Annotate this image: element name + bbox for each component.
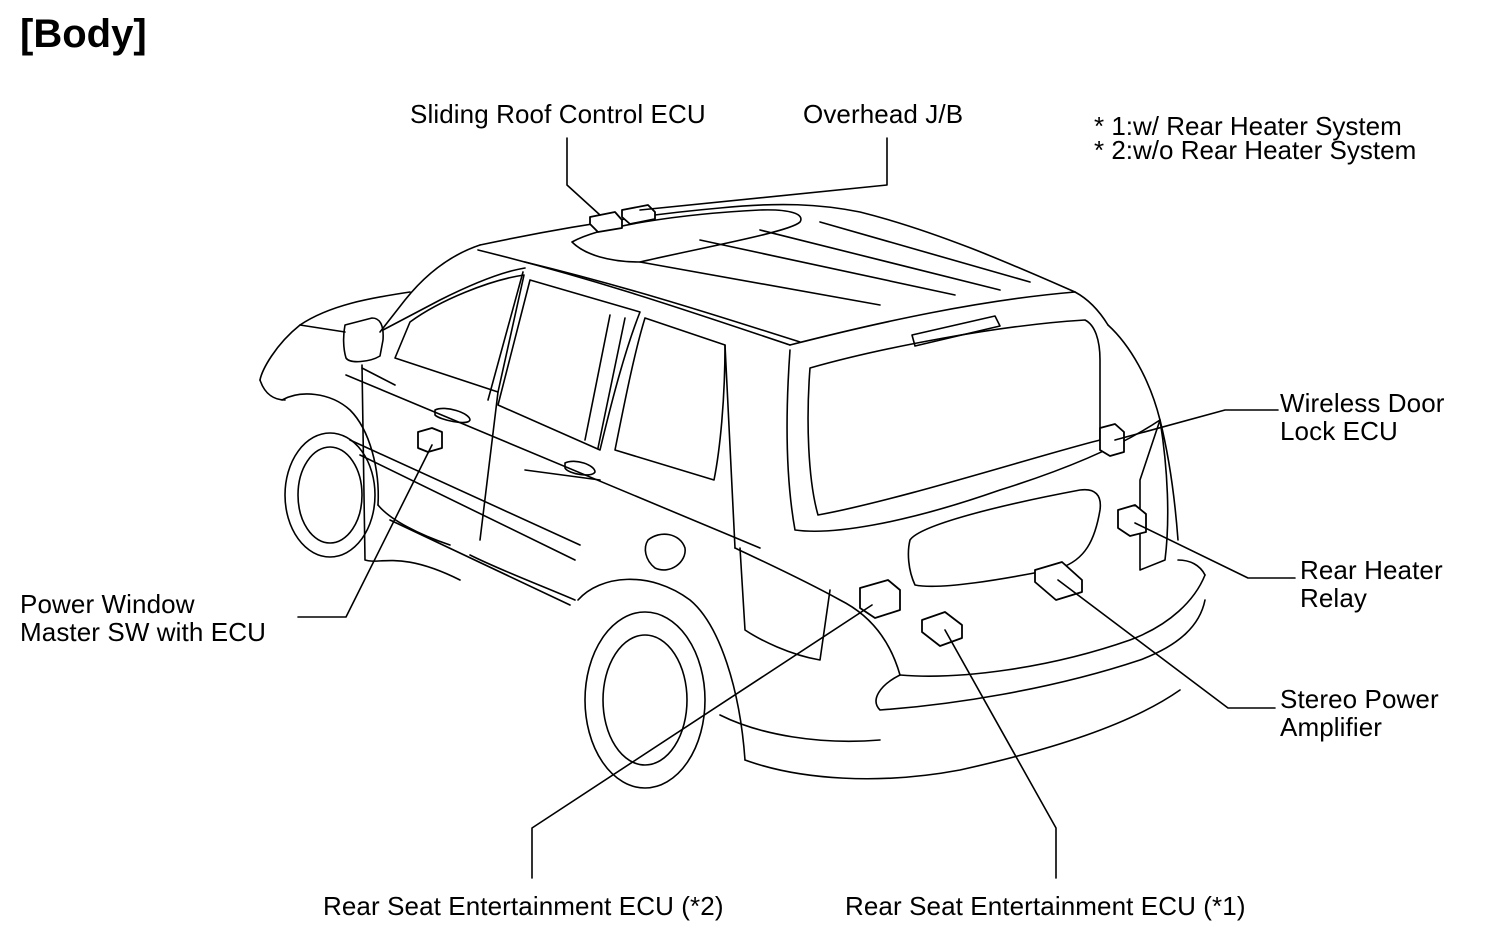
label-overhead-jb: Overhead J/B [803, 99, 964, 129]
leader-rse-ecu-2 [531, 604, 873, 879]
vehicle-body-outline [259, 203, 1206, 789]
rse-ecu-1-marker [921, 611, 963, 647]
label-wireless-door-lock-ecu: Wireless Door Lock ECU [1280, 388, 1445, 446]
label-rear-heater-relay: Rear Heater Relay [1300, 555, 1443, 613]
rse-ecu-2-marker [859, 579, 901, 619]
sliding-roof-ecu-marker [589, 211, 623, 233]
label-rear-seat-entertainment-ecu-1: Rear Seat Entertainment ECU (*1) [845, 891, 1246, 921]
power-window-ecu-marker [417, 427, 443, 453]
leader-overhead-jb [639, 137, 888, 211]
wireless-door-lock-ecu-marker [1099, 423, 1125, 457]
footnote-2: * 2:w/o Rear Heater System [1094, 135, 1417, 165]
leader-rear-heater-relay [1134, 522, 1296, 579]
page-title: [Body] [20, 12, 147, 56]
label-power-window-master-sw: Power Window Master SW with ECU [20, 589, 266, 647]
leader-wireless-door-lock [1114, 409, 1279, 441]
label-stereo-power-amplifier: Stereo Power Amplifier [1280, 684, 1439, 742]
footnote-1: * 1:w/ Rear Heater System [1094, 111, 1402, 141]
label-rear-seat-entertainment-ecu-2: Rear Seat Entertainment ECU (*2) [323, 891, 724, 921]
rear-heater-relay-marker [1117, 504, 1147, 537]
label-sliding-roof-control-ecu: Sliding Roof Control ECU [410, 99, 706, 129]
footnote-legend: * 1:w/ Rear Heater System * 2:w/o Rear H… [1094, 111, 1417, 165]
leader-power-window-master [297, 444, 433, 618]
leader-sliding-roof [566, 137, 601, 216]
leader-stereo-power-amplifier [1057, 579, 1276, 709]
leader-rse-ecu-1 [944, 629, 1057, 879]
leader-lines [297, 137, 1296, 879]
